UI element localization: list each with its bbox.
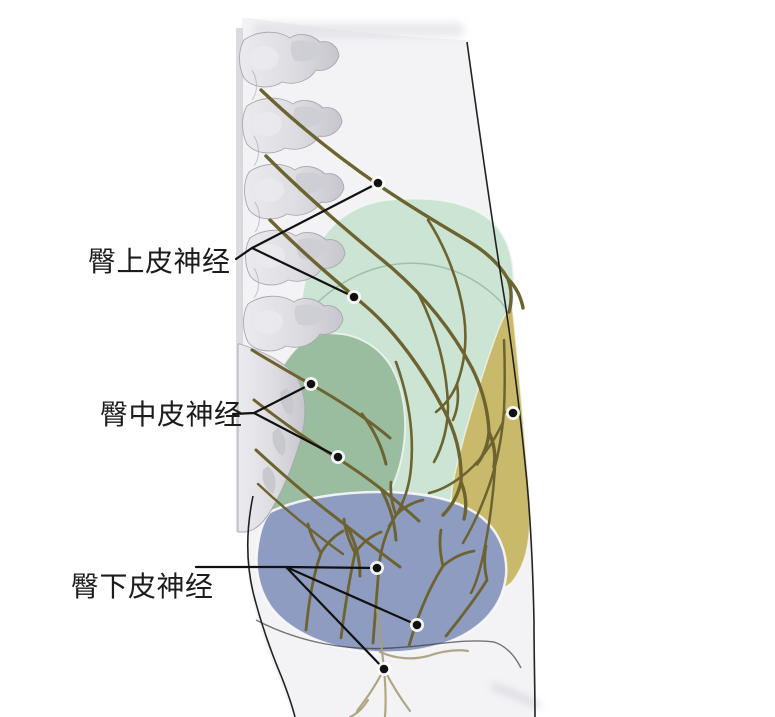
thigh-shadow: [491, 683, 542, 709]
body-contours: [246, 41, 536, 717]
nerve-branch: [256, 482, 345, 556]
marker-dot: [304, 377, 318, 391]
nerve-branch: [304, 522, 345, 632]
label-middle-cluneal-nerve: 臀中皮神经: [100, 399, 243, 430]
nerve-branch: [461, 338, 506, 545]
body-contour-right: [466, 41, 536, 717]
leader-superior: [234, 181, 380, 299]
nerve-branch: [259, 88, 525, 314]
nerve-branch: [348, 698, 370, 717]
leader-middle: [231, 382, 340, 459]
nerve-branch: [416, 291, 450, 464]
marker-dot: [347, 290, 361, 304]
bone-texture: [251, 69, 260, 299]
leader-lines: [194, 181, 419, 671]
marker-dots: [304, 176, 520, 676]
gluteal-fold-line: [255, 619, 522, 669]
marker-dot: [410, 618, 424, 632]
marker-dot: [377, 662, 391, 676]
lateral-nerve-branches: [427, 338, 516, 595]
label-superior-cluneal-nerve: 臀上皮神经: [88, 246, 231, 277]
marker-dot: [370, 561, 384, 575]
nerve-branch: [407, 528, 476, 648]
waist-shading: [252, 22, 464, 38]
nerve-branch: [427, 420, 505, 495]
nerve-branch: [387, 360, 414, 528]
nerve-territory-regions: [255, 197, 542, 709]
nerve-branch: [268, 218, 468, 521]
label-inferior-cluneal-nerve: 臀下皮神经: [71, 571, 214, 602]
leader-inferior: [194, 565, 419, 671]
marker-dot: [506, 406, 520, 420]
superior-cluneal-nerves: [259, 88, 525, 528]
nerve-branch: [378, 649, 470, 660]
spine-left-edge: [236, 28, 243, 532]
nerve-branch: [469, 466, 497, 595]
thigh-contour-left: [246, 495, 296, 717]
marker-dot: [331, 450, 345, 464]
marker-dot: [371, 176, 385, 190]
